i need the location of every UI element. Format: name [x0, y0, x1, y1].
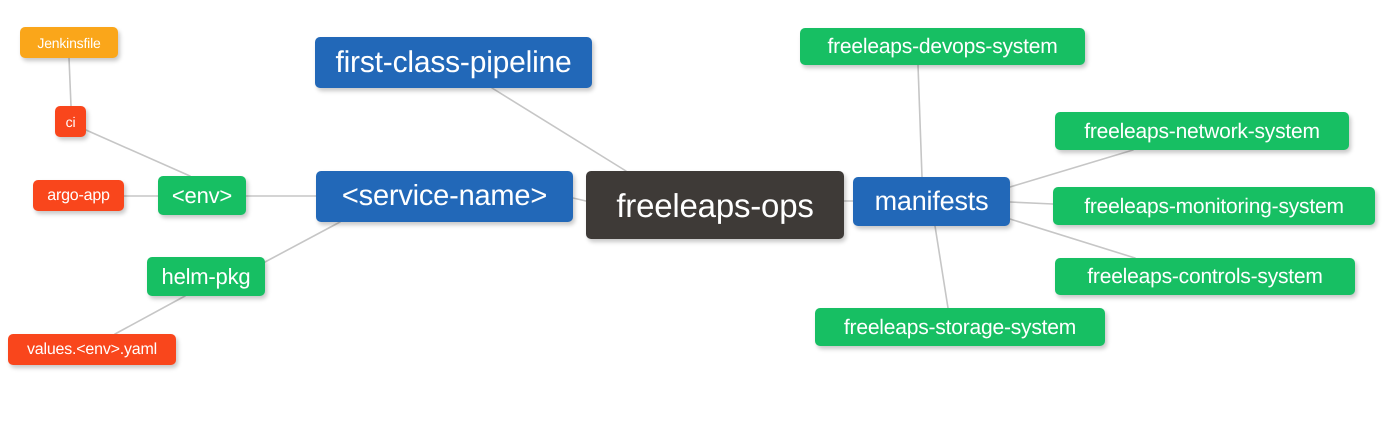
- edge-ci-to-env: [85, 129, 191, 177]
- edge-helm-pkg-to-values-yaml: [114, 295, 186, 335]
- node-label-manifests: manifests: [874, 186, 989, 216]
- node-label-freeleaps-controls-system: freeleaps-controls-system: [1087, 265, 1323, 288]
- node-label-argo-app: argo-app: [47, 186, 110, 204]
- node-label-jenkinsfile: Jenkinsfile: [37, 34, 101, 51]
- node-label-freeleaps-devops-system: freeleaps-devops-system: [827, 35, 1058, 58]
- node-service-name[interactable]: <service-name>: [316, 171, 573, 222]
- node-values-yaml[interactable]: values.<env>.yaml: [8, 334, 176, 365]
- edge-service-name-to-freeleaps-ops: [572, 197, 587, 202]
- node-label-ci: ci: [65, 113, 76, 130]
- node-freeleaps-monitoring-system[interactable]: freeleaps-monitoring-system: [1053, 187, 1375, 225]
- node-label-service-name: <service-name>: [341, 180, 548, 212]
- node-freeleaps-devops-system[interactable]: freeleaps-devops-system: [800, 28, 1085, 65]
- node-label-first-class-pipeline: first-class-pipeline: [335, 45, 572, 79]
- edge-manifests-to-freeleaps-storage-system: [934, 225, 949, 309]
- node-freeleaps-controls-system[interactable]: freeleaps-controls-system: [1055, 258, 1355, 295]
- node-label-helm-pkg: helm-pkg: [161, 263, 251, 289]
- node-ci[interactable]: ci: [55, 106, 86, 137]
- node-argo-app[interactable]: argo-app: [33, 180, 124, 211]
- node-env[interactable]: <env>: [158, 176, 246, 215]
- node-jenkinsfile[interactable]: Jenkinsfile: [20, 27, 118, 58]
- node-first-class-pipeline[interactable]: first-class-pipeline: [315, 37, 592, 88]
- node-label-freeleaps-monitoring-system: freeleaps-monitoring-system: [1084, 194, 1344, 218]
- edge-first-class-pipeline-to-freeleaps-ops: [491, 87, 627, 172]
- edge-manifests-to-freeleaps-network-system: [1009, 149, 1134, 188]
- edge-service-name-to-helm-pkg: [264, 221, 341, 263]
- node-label-freeleaps-storage-system: freeleaps-storage-system: [843, 315, 1077, 339]
- edge-manifests-to-freeleaps-devops-system: [917, 64, 923, 178]
- node-label-env: <env>: [171, 182, 233, 208]
- node-label-values-yaml: values.<env>.yaml: [26, 340, 157, 358]
- node-freeleaps-storage-system[interactable]: freeleaps-storage-system: [815, 308, 1105, 346]
- node-freeleaps-ops[interactable]: freeleaps-ops: [586, 171, 844, 239]
- edge-jenkinsfile-to-ci: [68, 57, 72, 107]
- node-manifests[interactable]: manifests: [853, 177, 1010, 226]
- node-helm-pkg[interactable]: helm-pkg: [147, 257, 265, 296]
- node-label-freeleaps-network-system: freeleaps-network-system: [1084, 119, 1320, 143]
- edge-manifests-to-freeleaps-monitoring-system: [1009, 201, 1054, 205]
- node-label-freeleaps-ops: freeleaps-ops: [616, 186, 814, 224]
- node-freeleaps-network-system[interactable]: freeleaps-network-system: [1055, 112, 1349, 150]
